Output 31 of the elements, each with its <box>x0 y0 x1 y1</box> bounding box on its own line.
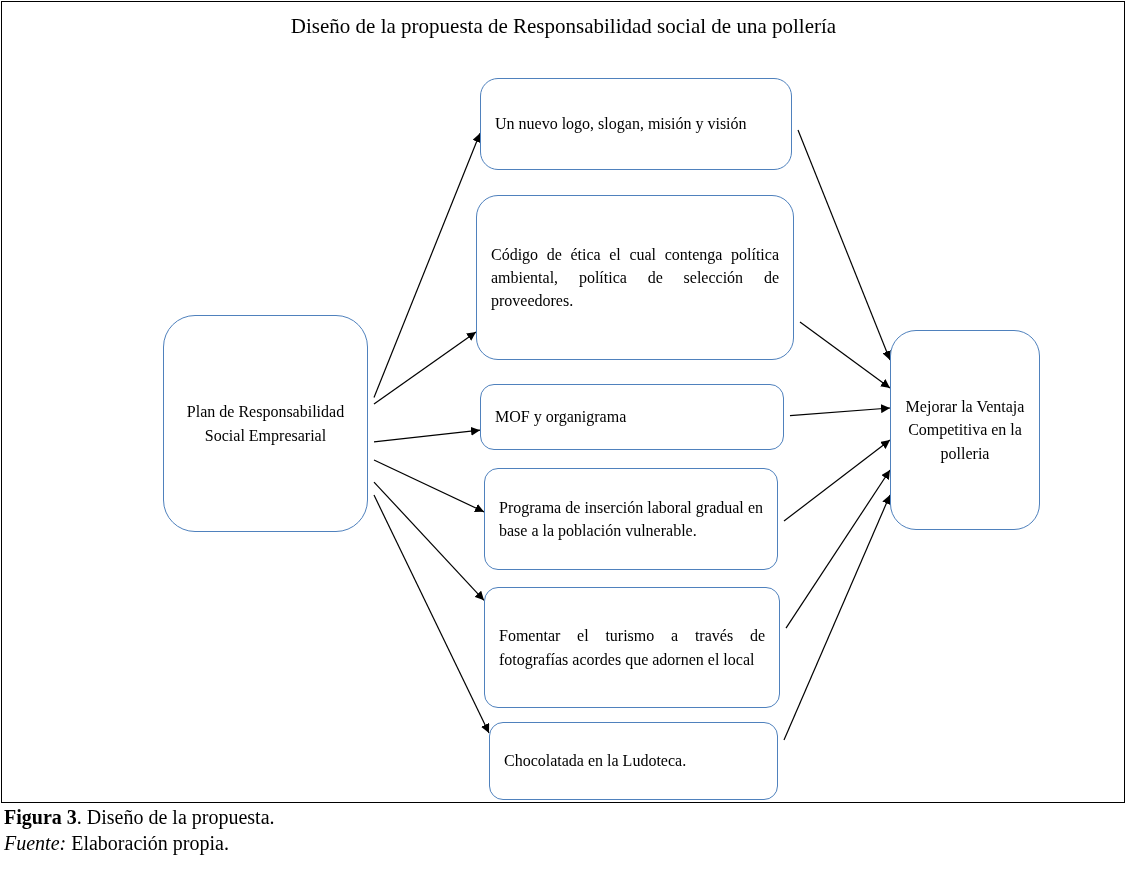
arrow <box>785 469 891 629</box>
node-text: Código de ética el cual contenga política ambiental, política de selección de proveedores. <box>491 244 779 312</box>
figure-caption: Figura 3. Diseño de la propuesta. <box>4 806 275 829</box>
node-text: Programa de inserción laboral gradual en base a la población vulnerable. <box>499 497 763 542</box>
arrow <box>783 439 891 522</box>
node-text: Plan de Responsabilidad Social Empresarial <box>185 402 346 447</box>
goal-box <box>890 330 1040 530</box>
arrow <box>373 331 477 405</box>
node-text: MOF y organigrama <box>495 407 628 428</box>
source-note: Fuente: Elaboración propia. <box>4 832 229 855</box>
node-text: Un nuevo logo, slogan, misión y visión <box>495 114 748 135</box>
arrow <box>799 321 891 389</box>
node-text: Chocolatada en la Ludoteca. <box>504 751 688 772</box>
arrow <box>789 404 891 417</box>
proposal-box <box>484 587 780 708</box>
diagram-title: Diseño de la propuesta de Responsabilidad social de una pollería <box>290 14 837 39</box>
arrow <box>373 481 485 601</box>
arrow <box>373 132 481 399</box>
plan-box <box>163 315 368 532</box>
arrow <box>373 426 481 443</box>
node-text: Mejorar la Ventaja Competitiva en la polleria <box>905 397 1025 465</box>
proposal-box <box>489 722 778 800</box>
arrow <box>373 459 485 513</box>
arrow <box>797 129 891 361</box>
node-text: Fomentar el turismo a través de fotografías acordes que adornen el local <box>499 626 765 671</box>
proposal-box <box>480 78 792 170</box>
arrow <box>783 494 891 741</box>
proposal-box <box>480 384 784 450</box>
proposal-box <box>476 195 794 360</box>
proposal-box <box>484 468 778 570</box>
arrow <box>373 494 490 734</box>
